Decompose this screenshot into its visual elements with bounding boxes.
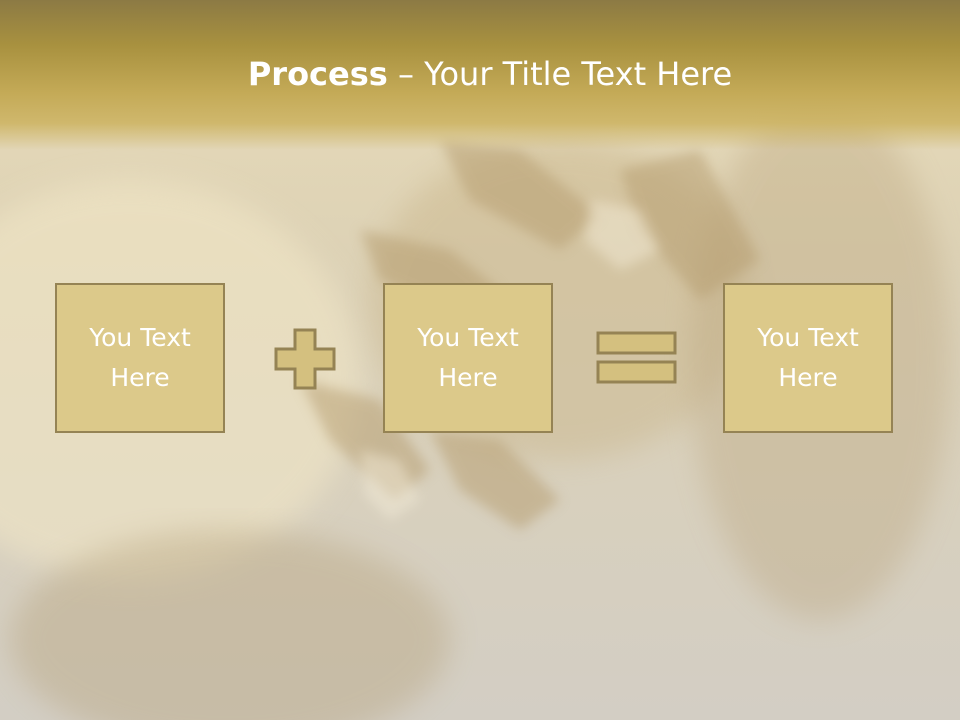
title-rest-part: – Your Title Text Here (387, 55, 733, 93)
equals-icon (596, 331, 677, 384)
title-band (0, 0, 960, 150)
text-box-1[interactable]: You Text Here (55, 283, 225, 433)
text-box-2-label: You Text Here (417, 323, 519, 392)
text-box-3-label: You Text Here (757, 323, 859, 392)
plus-icon (274, 328, 336, 390)
title-bold-part: Process (247, 55, 388, 93)
text-box-1-label: You Text Here (89, 323, 191, 392)
text-box-2[interactable]: You Text Here (383, 283, 553, 433)
slide-title: Process – Your Title Text Here (0, 52, 960, 96)
text-box-3[interactable]: You Text Here (723, 283, 893, 433)
